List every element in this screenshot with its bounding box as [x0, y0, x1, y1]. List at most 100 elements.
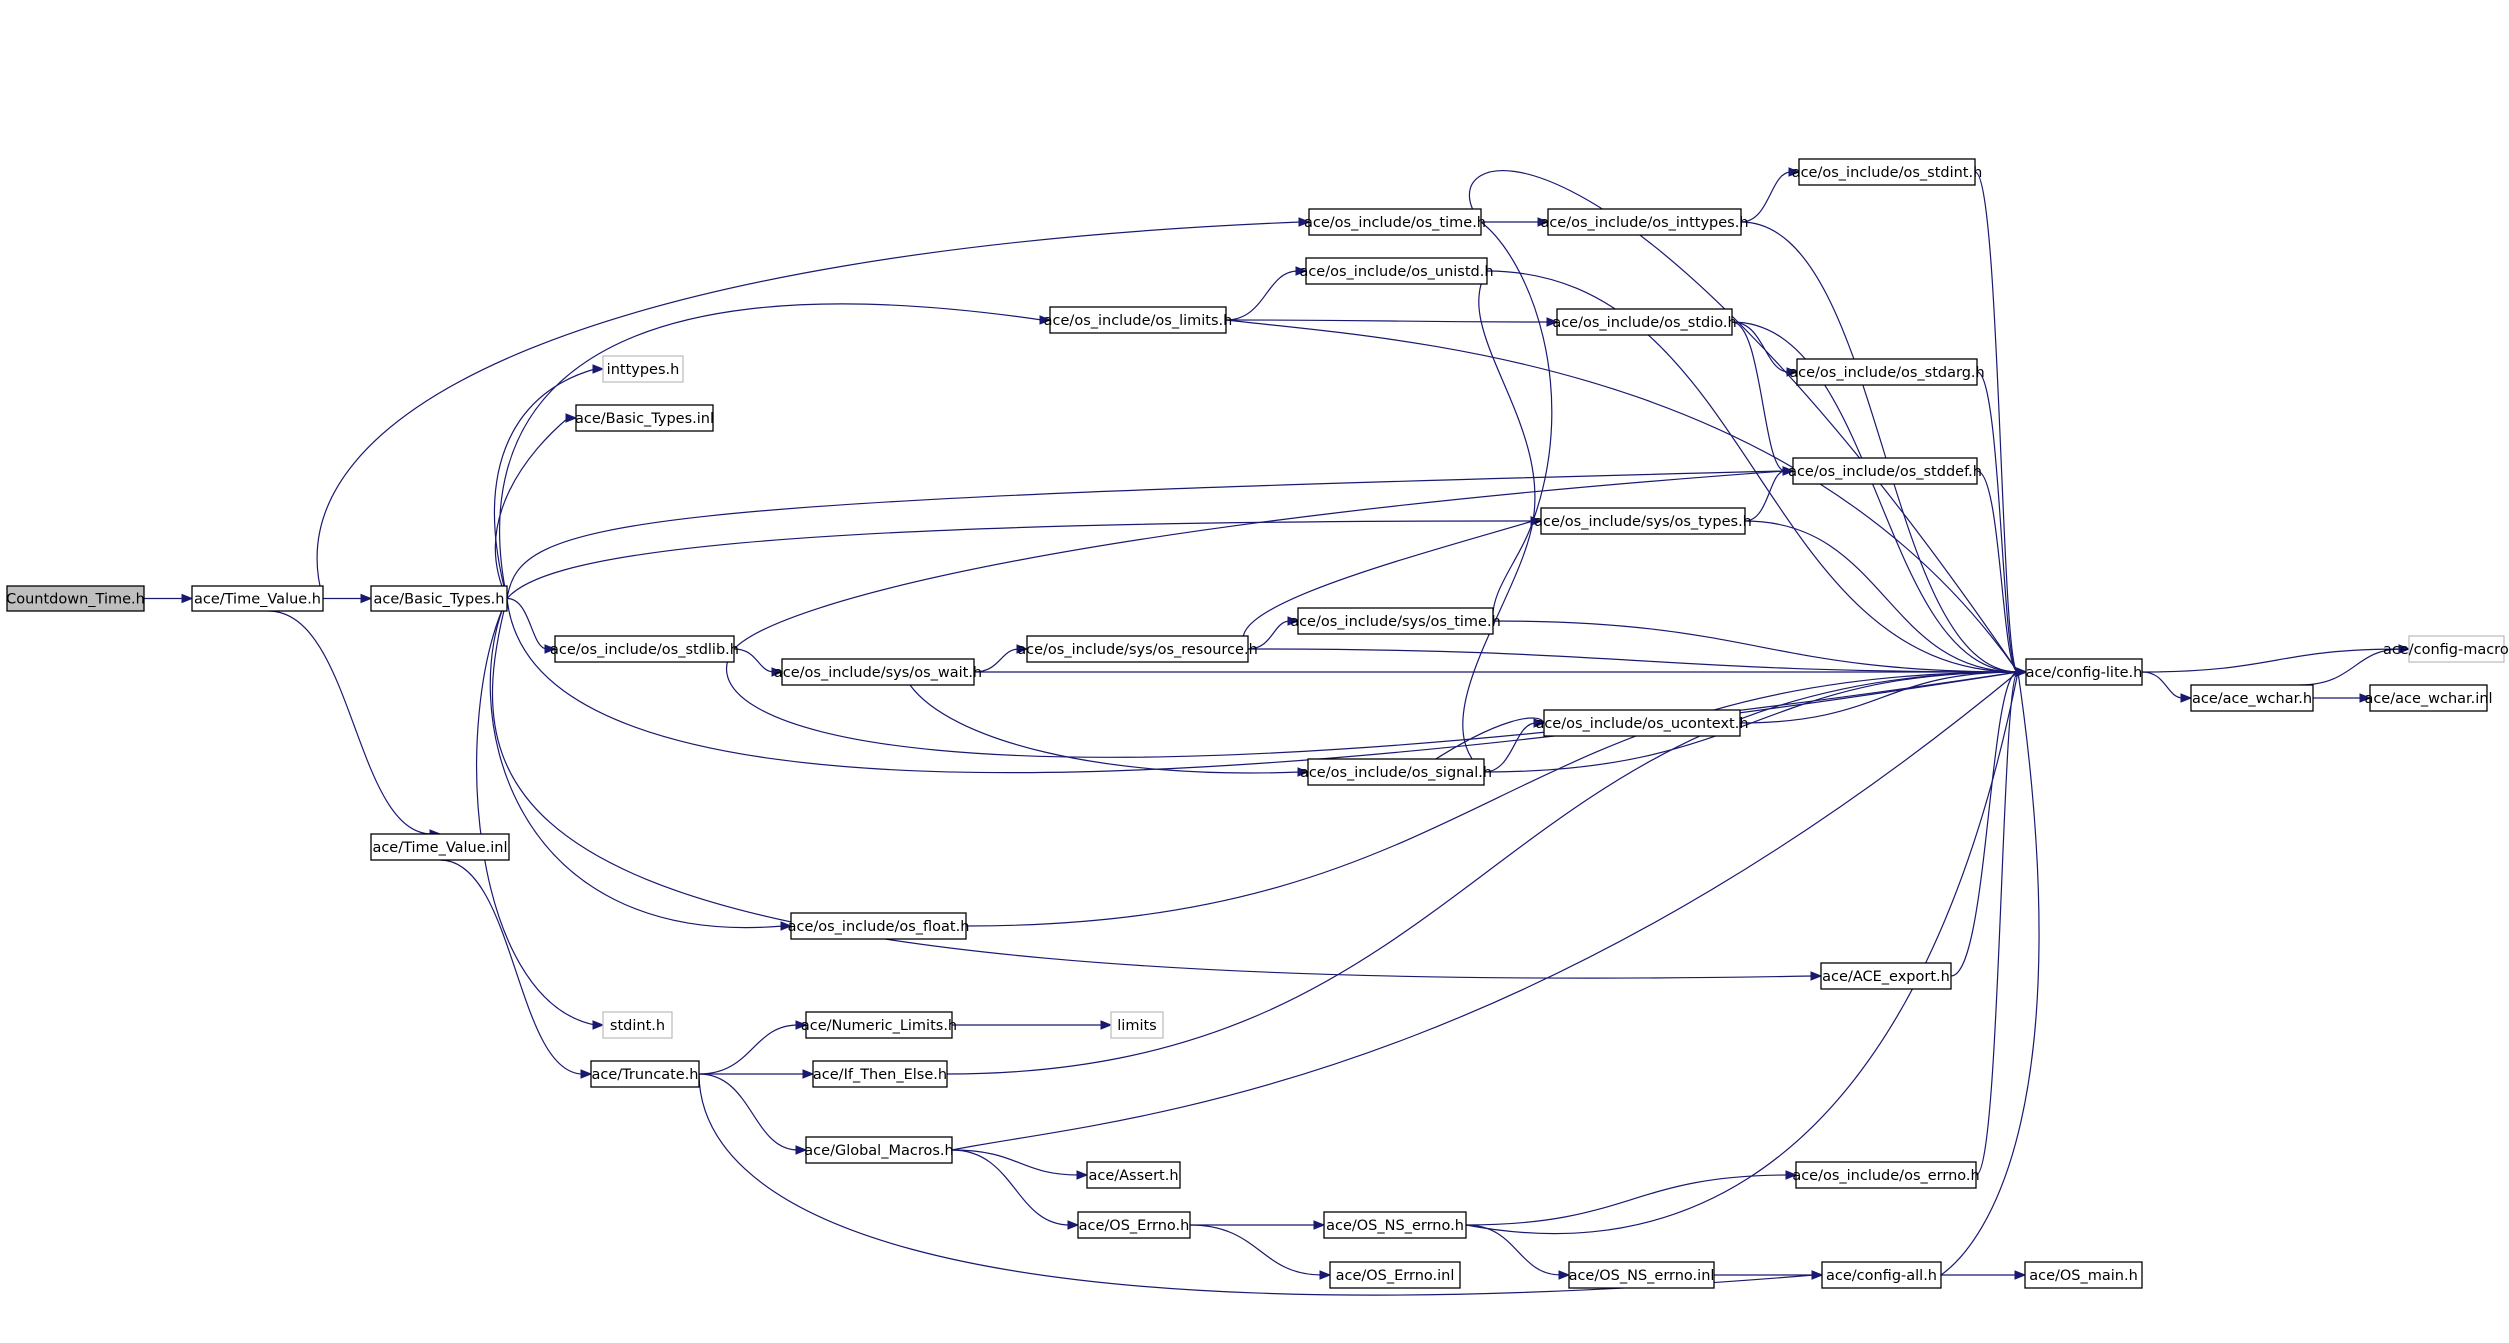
node-box[interactable]	[602, 1011, 673, 1039]
node-box[interactable]	[781, 658, 975, 686]
node-box[interactable]	[554, 635, 735, 663]
edge-basic_types_h-to-sys_types	[506, 520, 1534, 599]
node-basic-inl[interactable]: ace/Basic_Types.inl	[575, 404, 714, 432]
node-box[interactable]	[1556, 308, 1733, 336]
node-box[interactable]	[1796, 358, 1978, 386]
node-box[interactable]	[6, 585, 145, 612]
node-box[interactable]	[812, 1060, 948, 1088]
node-sys-types[interactable]: ace/os_include/sys/os_types.h	[1534, 507, 1752, 535]
node-box[interactable]	[790, 912, 967, 940]
node-box[interactable]	[2408, 635, 2505, 663]
node-box[interactable]	[1308, 208, 1482, 236]
arrowhead-basic_types_h-to-inttypes	[592, 364, 605, 374]
node-os-stdio[interactable]: ace/os_include/os_stdio.h	[1552, 308, 1737, 336]
node-label: ace/OS_NS_errno.inl	[1569, 1268, 1715, 1284]
node-box[interactable]	[1026, 635, 1249, 663]
node-box[interactable]	[1568, 1261, 1715, 1289]
node-os-errno-inc[interactable]: ace/os_include/os_errno.h	[1792, 1161, 1980, 1189]
node-box[interactable]	[1297, 607, 1494, 635]
node-ace-wchar-h[interactable]: ace/ace_wchar.h	[2190, 684, 2314, 712]
node-box[interactable]	[370, 585, 508, 612]
node-box[interactable]	[1820, 962, 1952, 990]
node-sys-resource[interactable]: ace/os_include/sys/os_resource.h	[1017, 635, 1258, 663]
node-os-limits[interactable]: ace/os_include/os_limits.h	[1044, 306, 1233, 334]
node-box[interactable]	[1086, 1161, 1181, 1189]
node-limits[interactable]: limits	[1110, 1011, 1164, 1039]
node-os-errno-inl[interactable]: ace/OS_Errno.inl	[1329, 1261, 1461, 1289]
node-inttypes[interactable]: inttypes.h	[602, 355, 684, 383]
edge-os_signal-to-config_lite	[1483, 671, 2019, 773]
node-os-ucontext[interactable]: ace/os_include/os_ucontext.h	[1535, 709, 1749, 737]
arrowhead-os_ns_errno_inl-to-config_all	[1811, 1270, 1824, 1280]
node-os-errno[interactable]: ace/OS_Errno.h	[1077, 1211, 1191, 1239]
node-box[interactable]	[2369, 684, 2488, 712]
node-box[interactable]	[1798, 158, 1976, 186]
arrowhead-os_stdlib-to-os_stddef	[1782, 466, 1795, 476]
edge-os_ns_errno_h-to-config_lite	[1465, 671, 2019, 1235]
node-box[interactable]	[1329, 1261, 1461, 1289]
node-box[interactable]	[2190, 684, 2314, 712]
node-if-then-else[interactable]: ace/If_Then_Else.h	[812, 1060, 948, 1088]
edge-sys_types-to-config_lite	[1744, 520, 2019, 673]
node-os-stddef[interactable]: ace/os_include/os_stddef.h	[1788, 457, 1982, 485]
node-config-all[interactable]: ace/config-all.h	[1821, 1261, 1942, 1289]
node-box[interactable]	[602, 355, 684, 383]
arrowhead-os_limits-to-os_stdio	[1546, 317, 1559, 327]
node-os-stdarg[interactable]: ace/os_include/os_stdarg.h	[1789, 358, 1985, 386]
node-label: ace/ACE_export.h	[1822, 969, 1950, 985]
node-box[interactable]	[1077, 1211, 1191, 1239]
node-os-unistd[interactable]: ace/os_include/os_unistd.h	[1299, 257, 1494, 285]
node-time-value-inl[interactable]: ace/Time_Value.inl	[370, 833, 510, 861]
node-countdown[interactable]: Countdown_Time.h	[6, 585, 145, 612]
node-box[interactable]	[1792, 457, 1978, 485]
node-basic-types-h[interactable]: ace/Basic_Types.h	[370, 585, 508, 612]
node-ace-export[interactable]: ace/ACE_export.h	[1820, 962, 1952, 990]
node-box[interactable]	[1305, 257, 1488, 285]
node-box[interactable]	[575, 404, 714, 432]
arrowhead-config_lite-to-ace_wchar_h	[2180, 693, 2193, 703]
node-box[interactable]	[191, 585, 324, 612]
node-config-lite[interactable]: ace/config-lite.h	[2025, 658, 2143, 686]
node-box[interactable]	[1307, 758, 1485, 786]
node-truncate[interactable]: ace/Truncate.h	[590, 1060, 700, 1088]
node-box[interactable]	[1547, 208, 1742, 236]
node-box[interactable]	[1795, 1161, 1977, 1189]
node-box[interactable]	[590, 1060, 700, 1088]
node-box[interactable]	[1543, 709, 1741, 737]
arrowhead-time_value_inl-to-truncate	[580, 1069, 593, 1079]
node-box[interactable]	[2024, 1261, 2143, 1289]
node-box[interactable]	[1821, 1261, 1942, 1289]
node-config-macros[interactable]: ace/config-macros.h	[2383, 635, 2509, 663]
node-box[interactable]	[805, 1011, 953, 1039]
node-box[interactable]	[805, 1136, 953, 1164]
node-box[interactable]	[1110, 1011, 1164, 1039]
node-os-time[interactable]: ace/os_include/os_time.h	[1304, 208, 1486, 236]
node-os-float[interactable]: ace/os_include/os_float.h	[788, 912, 970, 940]
node-box[interactable]	[370, 833, 510, 861]
node-assert[interactable]: ace/Assert.h	[1086, 1161, 1181, 1189]
arrowhead-basic_types_h-to-os_limits	[1039, 315, 1052, 325]
node-ace-wchar-inl[interactable]: ace/ace_wchar.inl	[2364, 684, 2493, 712]
edge-os_ucontext-to-os_signal	[1421, 717, 1545, 769]
node-os-ns-errno-h[interactable]: ace/OS_NS_errno.h	[1323, 1211, 1467, 1239]
node-os-stdint[interactable]: ace/os_include/os_stdint.h	[1792, 158, 1983, 186]
node-sys-wait[interactable]: ace/os_include/sys/os_wait.h	[774, 658, 982, 686]
node-os-signal[interactable]: ace/os_include/os_signal.h	[1300, 758, 1492, 786]
node-os-ns-errno-inl[interactable]: ace/OS_NS_errno.inl	[1568, 1261, 1715, 1289]
node-os-main[interactable]: ace/OS_main.h	[2024, 1261, 2143, 1289]
node-stdint[interactable]: stdint.h	[602, 1011, 673, 1039]
node-box[interactable]	[2025, 658, 2143, 686]
node-numeric-limits[interactable]: ace/Numeric_Limits.h	[801, 1011, 957, 1039]
arrowhead-os_stdlib-to-sys_wait	[771, 667, 784, 677]
node-box[interactable]	[1540, 507, 1746, 535]
edge-ace_wchar_h-to-config_macros	[2299, 648, 2402, 686]
node-os-inttypes[interactable]: ace/os_include/os_inttypes.h	[1540, 208, 1749, 236]
node-sys-time[interactable]: ace/os_include/sys/os_time.h	[1290, 607, 1501, 635]
node-os-stdlib[interactable]: ace/os_include/os_stdlib.h	[550, 635, 739, 663]
node-box[interactable]	[1049, 306, 1227, 334]
arrowhead-truncate-to-global_macros	[795, 1145, 808, 1155]
node-global-macros[interactable]: ace/Global_Macros.h	[804, 1136, 954, 1164]
node-time-value-h[interactable]: ace/Time_Value.h	[191, 585, 324, 612]
node-box[interactable]	[1323, 1211, 1467, 1239]
